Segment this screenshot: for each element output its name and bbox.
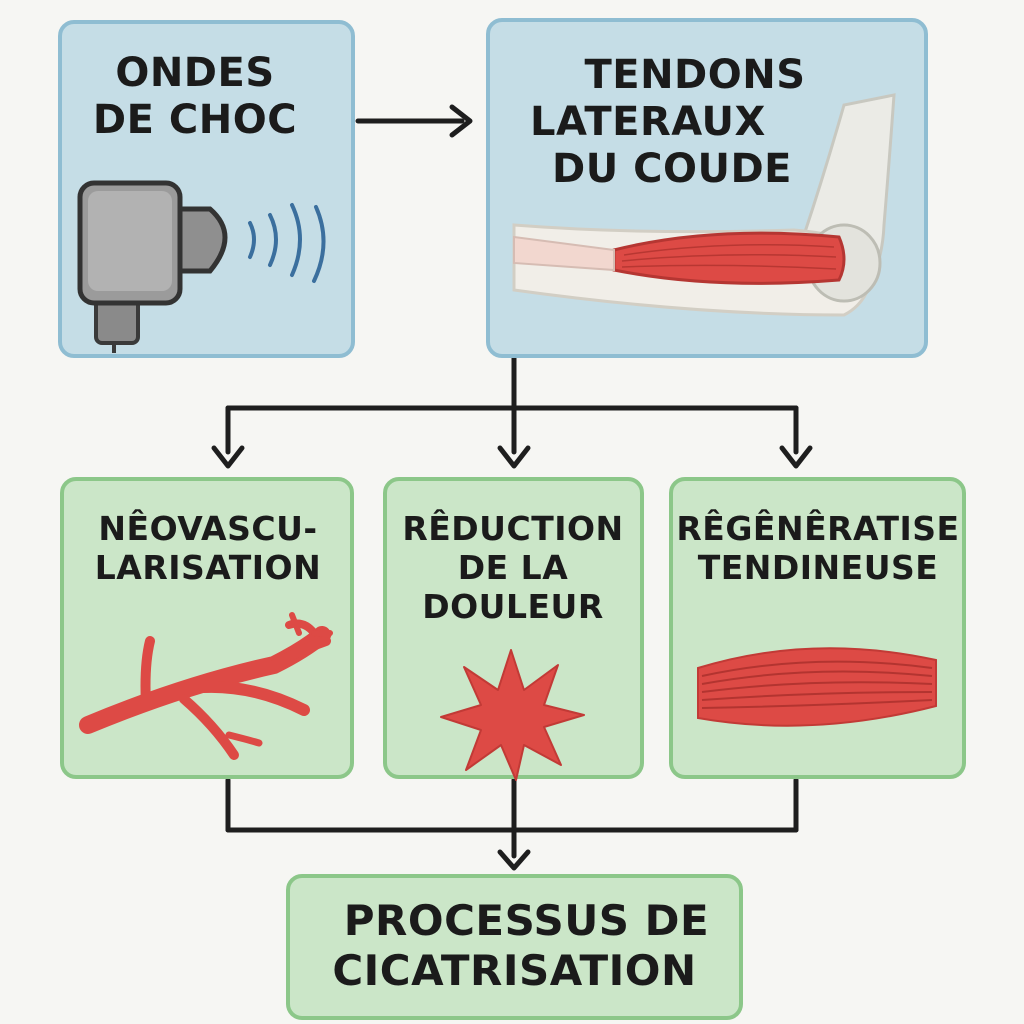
arrowhead-pain xyxy=(497,445,531,469)
arrowhead-tendons xyxy=(449,104,473,138)
arrowhead-healing xyxy=(497,849,531,871)
healing-box xyxy=(286,874,743,1020)
tendon-fiber-icon xyxy=(697,647,937,727)
shockwaves-label: ONDES DE CHOC xyxy=(70,50,320,144)
pain-label: RÊDUCTION DE LA DOULEUR xyxy=(393,509,633,627)
shockwaves-label-line: ONDES xyxy=(115,50,275,96)
pain-label-line: DOULEUR xyxy=(422,586,604,626)
regen-label-line: RÊGÊNÊRATISE xyxy=(676,509,960,548)
arrowhead-neovasc xyxy=(211,445,245,469)
neovasc-label-line: NÊOVASCU- xyxy=(98,509,318,548)
pain-label-line: RÊDUCTION xyxy=(402,509,624,548)
pain-label-line: DE LA xyxy=(457,547,569,587)
tendons-label-line: DU COUDE xyxy=(552,146,792,193)
neovasc-label: NÊOVASCU- LARISATION xyxy=(78,509,338,588)
regen-label-line: TENDINEUSE xyxy=(697,547,939,587)
healing-label-line: PROCESSUS DE xyxy=(343,896,710,945)
shockwaves-label-line: DE CHOC xyxy=(92,97,298,144)
tendons-label-line: LATERAUX xyxy=(530,99,766,146)
healing-label: PROCESSUS DE CICATRISATION xyxy=(296,896,733,995)
regen-box xyxy=(669,477,966,779)
elbow-tendon-icon xyxy=(512,93,896,317)
pain-burst-icon xyxy=(440,649,585,781)
tendons-label-line: TENDONS xyxy=(584,52,806,98)
blood-vessel-icon xyxy=(79,612,333,760)
neovasc-label-line: LARISATION xyxy=(94,547,322,587)
regen-label: RÊGÊNÊRATISE TENDINEUSE xyxy=(676,509,960,588)
arrowhead-regen xyxy=(779,445,813,469)
healing-label-line: CICATRISATION xyxy=(332,945,697,995)
shockwave-device-icon xyxy=(77,180,326,353)
tendons-label: TENDONS LATERAUX DU COUDE xyxy=(530,52,860,194)
